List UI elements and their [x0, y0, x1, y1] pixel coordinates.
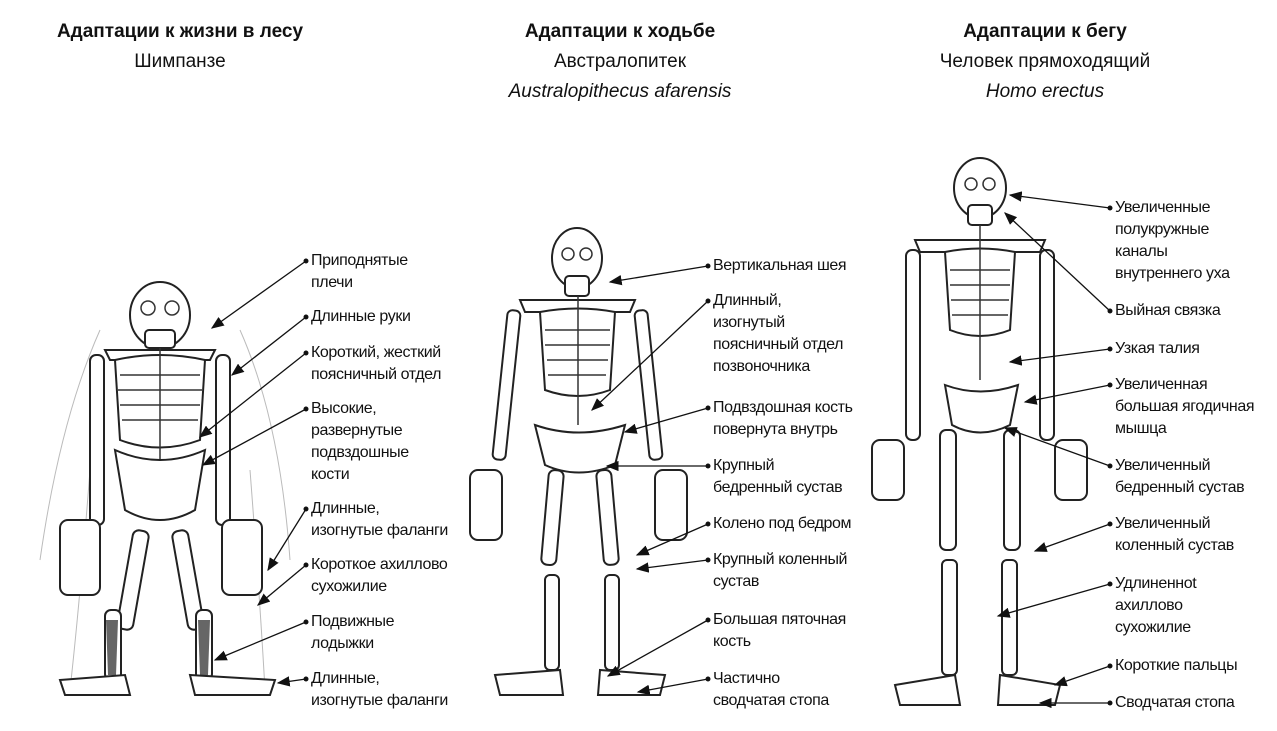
header-homo-erectus: Адаптации к бегу Человек прямоходящий Ho… [900, 17, 1190, 107]
leader-arrow [198, 352, 307, 438]
column-subtitle: Человек прямоходящий [939, 51, 1151, 72]
leader-arrow [1008, 348, 1111, 366]
annotation-label: Вертикальная шея [713, 257, 847, 274]
header-chimpanzee: Адаптации к жизни в лесу Шимпанзе [40, 17, 320, 77]
leader-arrow [623, 407, 709, 434]
leader-arrow [1004, 212, 1111, 312]
column-subtitle: Австралопитек [553, 51, 687, 72]
leader-arrow [1003, 427, 1111, 467]
column-title: Адаптации к ходьбе [524, 21, 716, 42]
annotation-label: Короткие пальцы [1115, 657, 1238, 674]
leader-arrow [267, 508, 307, 572]
annotation-label: Увеличенный коленный сустав [1115, 515, 1234, 554]
leader-arrow [608, 265, 709, 286]
annotation-label: Высокие, развернутые подвздошные кости [311, 400, 409, 483]
leader-arrow [635, 523, 709, 556]
homo-erectus-skeleton [871, 157, 1088, 706]
leader-arrow [230, 316, 307, 376]
leader-arrow [257, 564, 307, 606]
annotation-label: Увеличенные полукружные каналы внутренне… [1115, 199, 1230, 282]
annotation-label: Короткий, жесткий поясничный отдел [311, 344, 442, 383]
annotation-label: Длинный, изогнутый поясничный отдел позв… [713, 292, 844, 375]
annotation-label: Длинные руки [311, 308, 411, 325]
annotation-label: Подвижные лодыжки [311, 613, 395, 652]
leader-arrow [636, 678, 709, 695]
annotation-label: Увеличенный бедренный сустав [1115, 457, 1245, 496]
annotation-label: Удлиненнot ахиллово сухожилие [1115, 575, 1197, 636]
annotation-label: Частично сводчатая стопа [713, 670, 829, 709]
annotation-label: Длинные, изогнутые фаланги [311, 670, 448, 709]
leader-arrow [996, 583, 1111, 618]
column-title: Адаптации к жизни в лесу [56, 21, 304, 42]
annotation-label: Выйная связка [1115, 302, 1221, 319]
leader-arrow [1053, 665, 1111, 687]
annotation-label: Короткое ахиллово сухожилие [311, 556, 448, 595]
column-latin-name: Homo erectus [985, 81, 1105, 102]
leader-arrow [1008, 191, 1111, 209]
annotation-label: Узкая талия [1115, 340, 1200, 357]
annotation-label: Приподнятые плечи [311, 252, 408, 291]
annotation-label: Сводчатая стопа [1115, 694, 1235, 711]
leader-arrow [210, 260, 307, 329]
column-title: Адаптации к бегу [963, 21, 1127, 42]
annotation-label: Крупный коленный сустав [713, 551, 848, 590]
annotation-label: Увеличенная большая ягодичная мышца [1115, 376, 1255, 437]
leader-arrow [635, 559, 709, 573]
leader-arrow [201, 408, 307, 466]
column-latin-name: Australopithecus afarensis [508, 81, 732, 102]
leader-arrow [1033, 523, 1111, 552]
annotation-label: Колено под бедром [713, 515, 852, 532]
header-australopithecus: Адаптации к ходьбе Австралопитек Austral… [470, 17, 770, 107]
column-subtitle: Шимпанзе [134, 51, 226, 72]
chimpanzee-skeleton [39, 281, 291, 696]
leader-arrow [213, 621, 307, 661]
leader-arrow [591, 300, 709, 411]
australopithecus-skeleton [469, 227, 688, 696]
annotation-label: Большая пяточная кость [713, 611, 846, 650]
leader-arrow [1023, 384, 1111, 405]
leader-arrow [606, 619, 709, 677]
annotation-label: Подвздошная кость повернута внутрь [713, 399, 853, 438]
annotation-label: Длинные, изогнутые фаланги [311, 500, 448, 539]
leader-arrow [276, 676, 307, 687]
annotation-label: Крупный бедренный сустав [713, 457, 843, 496]
